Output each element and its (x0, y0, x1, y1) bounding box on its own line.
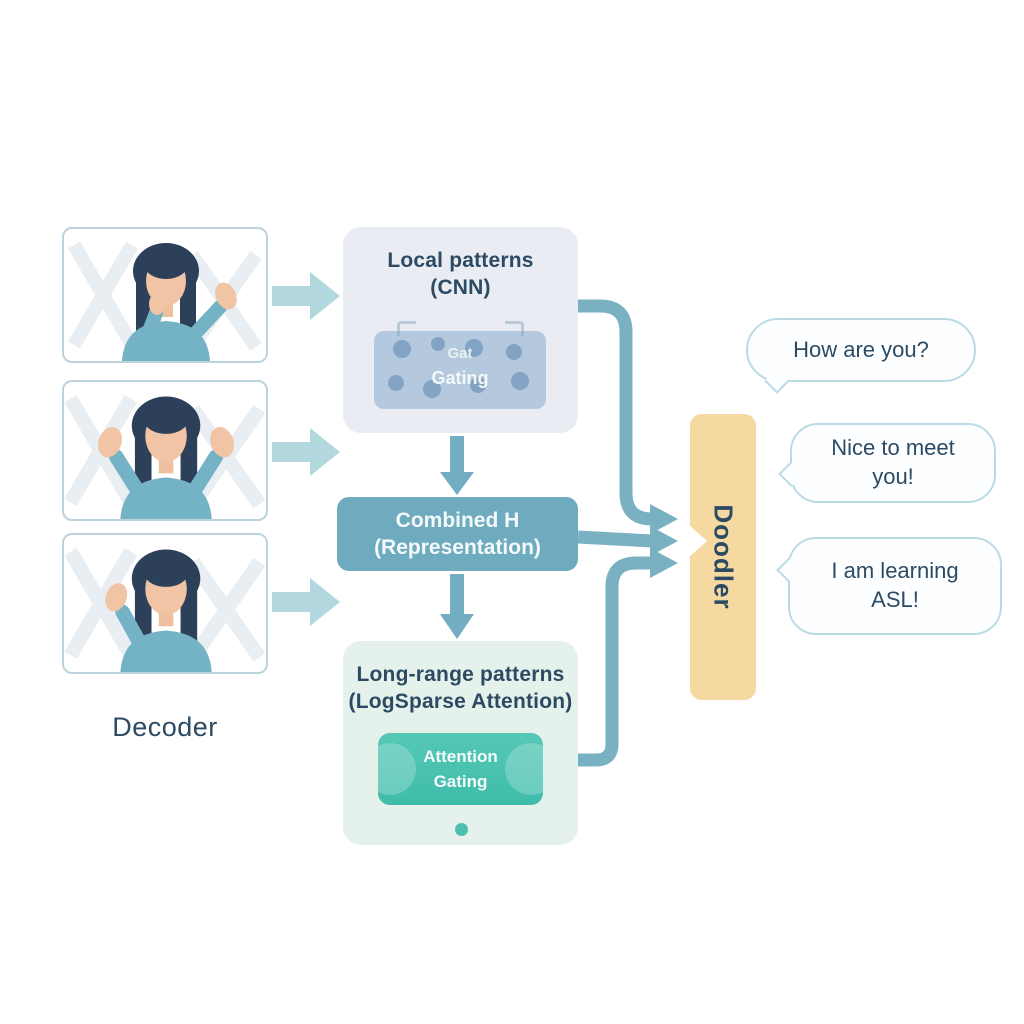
attention-deco-circle-right (505, 743, 543, 795)
decoder-bar: Doodler (689, 414, 756, 700)
local-patterns-title-line1: Local patterns (387, 249, 534, 272)
attention-gating-block: Attention Gating (378, 733, 543, 805)
speech-bubble-1: How are you? (746, 318, 976, 382)
longrange-patterns-box: Long-range patterns (LogSparse Attention… (343, 641, 578, 845)
video-frame-2 (62, 380, 268, 521)
combined-label-line1: Combined H (395, 508, 520, 532)
video-frame-1 (62, 227, 268, 363)
attention-gating-label: Attention Gating (378, 745, 543, 794)
attention-label-line1: Attention (423, 747, 498, 766)
frame-arrows (272, 272, 340, 626)
dot-pattern (388, 337, 529, 398)
local-patterns-box: Local patterns (CNN) Gat Gating (343, 227, 578, 433)
bracket-left-icon (397, 321, 416, 336)
cnn-gating-label-line2: Gating (431, 367, 489, 388)
combined-label-line2: (Representation) (374, 536, 541, 559)
teal-dot (454, 823, 468, 836)
cnn-gating-label: Gat Gating (374, 343, 546, 391)
speech-bubble-2: Nice to meet you! (790, 423, 996, 503)
connector-arrowheads (650, 504, 678, 578)
signer-illustration-2 (64, 394, 266, 519)
speech-bubble-3: I am learning ASL! (788, 537, 1002, 635)
video-frame-3 (62, 533, 268, 674)
combined-representation-label: Combined H (Representation) (337, 507, 578, 562)
bracket-right-icon (505, 321, 524, 336)
local-patterns-title-line2: (CNN) (430, 276, 491, 300)
signer-illustration-3 (64, 547, 266, 672)
cnn-gating-label-line1: Gat (447, 345, 473, 362)
decoder-connectors (577, 299, 653, 767)
longrange-patterns-title: Long-range patterns (LogSparse Attention… (343, 661, 578, 716)
attention-label-line2: Gating (433, 771, 488, 791)
longrange-title-line1: Long-range patterns (356, 663, 565, 686)
decoder-bar-notch (689, 525, 707, 557)
cnn-gating-block: Gat Gating (374, 331, 546, 409)
decoder-bar-label: Doodler (708, 504, 739, 610)
longrange-title-line2: (LogSparse Attention) (348, 690, 573, 714)
signer-illustration-1 (67, 241, 262, 361)
local-patterns-title: Local patterns (CNN) (343, 247, 578, 302)
combined-representation-box: Combined H (Representation) (337, 497, 578, 571)
decoder-caption: Decoder (112, 712, 218, 742)
